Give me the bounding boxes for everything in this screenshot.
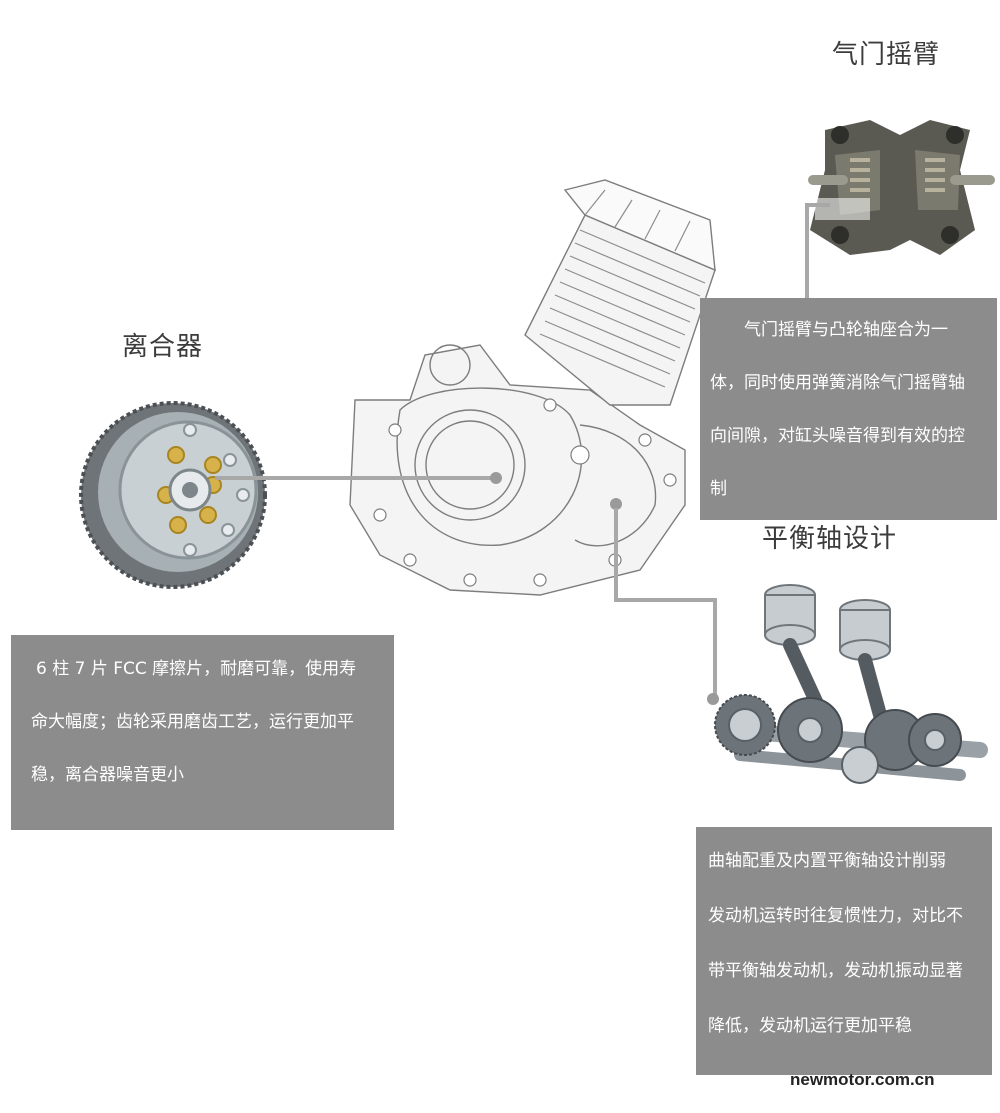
rocker-arm-line-4: 制 bbox=[710, 479, 727, 499]
balance-connector-dot bbox=[610, 498, 622, 510]
rocker-arm-line-1: 气门摇臂与凸轮轴座合为一 bbox=[744, 320, 948, 340]
rocker-arm-title: 气门摇臂 bbox=[832, 40, 941, 70]
rocker-connector-vertical bbox=[805, 203, 809, 318]
clutch-title: 离合器 bbox=[122, 332, 204, 362]
clutch-connector-dot bbox=[490, 472, 502, 484]
balance-connector-vertical-2 bbox=[713, 598, 717, 698]
clutch-line-3: 稳，离合器噪音更小 bbox=[31, 765, 184, 785]
balance-shaft-line-2: 发动机运转时往复惯性力，对比不 bbox=[708, 906, 963, 926]
clutch-photo bbox=[78, 400, 268, 590]
crankshaft-photo bbox=[710, 565, 1000, 800]
rocker-arm-line-3: 向间隙，对缸头噪音得到有效的控 bbox=[710, 426, 965, 446]
clutch-connector bbox=[215, 476, 495, 480]
rocker-arm-line-2: 体，同时使用弹簧消除气门摇臂轴 bbox=[710, 373, 965, 393]
clutch-description: 6 柱 7 片 FCC 摩擦片，耐磨可靠，使用寿 命大幅度；齿轮采用磨齿工艺，运… bbox=[11, 635, 394, 830]
watermark: newmotor.com.cn bbox=[790, 1070, 935, 1089]
rocker-connector-horizontal bbox=[805, 203, 830, 207]
rocker-arm-description: 气门摇臂与凸轮轴座合为一 体，同时使用弹簧消除气门摇臂轴 向间隙，对缸头噪音得到… bbox=[700, 298, 997, 520]
clutch-line-2: 命大幅度；齿轮采用磨齿工艺，运行更加平 bbox=[31, 712, 354, 732]
balance-shaft-title: 平衡轴设计 bbox=[762, 524, 898, 554]
balance-shaft-line-4: 降低，发动机运行更加平稳 bbox=[708, 1016, 912, 1036]
balance-connector-horizontal bbox=[614, 598, 717, 602]
engine-illustration bbox=[340, 175, 730, 605]
balance-shaft-line-1: 曲轴配重及内置平衡轴设计削弱 bbox=[708, 851, 946, 871]
rocker-arm-photo bbox=[800, 110, 1000, 260]
balance-shaft-description: 曲轴配重及内置平衡轴设计削弱 发动机运转时往复惯性力，对比不 带平衡轴发动机，发… bbox=[696, 827, 992, 1075]
balance-shaft-line-3: 带平衡轴发动机，发动机振动显著 bbox=[708, 961, 963, 981]
balance-connector-end-dot bbox=[707, 693, 719, 705]
clutch-line-1: 6 柱 7 片 FCC 摩擦片，耐磨可靠，使用寿 bbox=[36, 659, 357, 679]
balance-connector-vertical-1 bbox=[614, 508, 618, 602]
